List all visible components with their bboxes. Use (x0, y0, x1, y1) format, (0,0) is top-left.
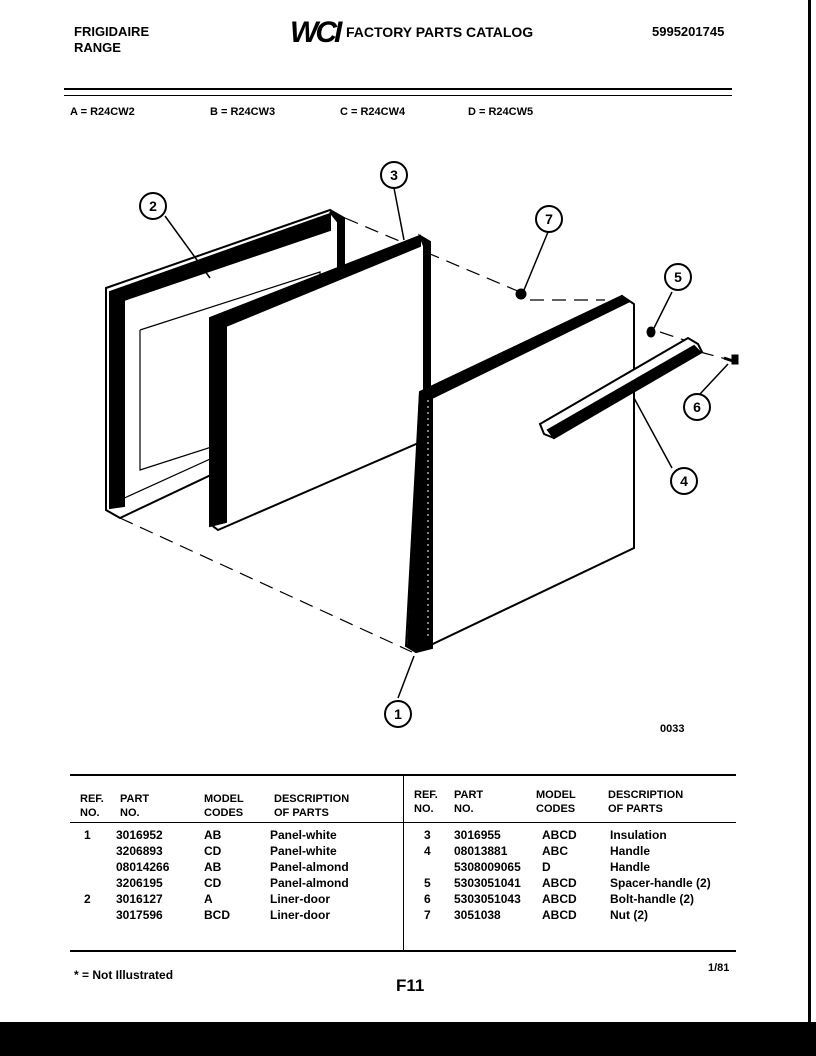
callout-label-6: 6 (693, 399, 701, 415)
table-divider (403, 776, 404, 950)
callout-label-1: 1 (394, 706, 402, 722)
model-legend-d: D = R24CW5 (468, 106, 534, 118)
publication-number: 5995201745 (652, 24, 725, 39)
callout-label-4: 4 (680, 473, 688, 489)
wci-logo: WCI (290, 16, 342, 49)
part-panel (404, 294, 635, 654)
header-ref-no-left: REF.NO. (80, 793, 104, 819)
exploded-door-diagram: 1 2 3 4 5 6 7 (105, 161, 739, 728)
header-brand-block: FRIGIDAIRE RANGE (74, 24, 149, 56)
callout-7 (535, 205, 563, 233)
model-legend-a: A = R24CW2 (70, 106, 135, 118)
part-nut (515, 288, 527, 300)
figure-number: 0033 (660, 723, 685, 735)
page-id: F11 (396, 976, 425, 995)
model-legend-b: B = R24CW3 (210, 106, 276, 118)
callout-5 (664, 263, 692, 291)
part-handle (538, 336, 704, 440)
header-ref-no-right: REF.NO. (414, 789, 438, 815)
footnote-not-illustrated: * = Not Illustrated (74, 968, 174, 982)
callout-leaders (164, 187, 729, 699)
model-legend-c: C = R24CW4 (340, 106, 406, 118)
callout-circles (139, 161, 711, 728)
scan-bottom-bar (0, 1022, 816, 1056)
callout-4 (670, 467, 698, 495)
callout-label-3: 3 (390, 167, 398, 183)
callout-6 (683, 393, 711, 421)
callout-label-7: 7 (545, 211, 553, 227)
callout-1 (384, 700, 412, 728)
catalog-date: 1/81 (708, 962, 730, 974)
callout-2 (139, 192, 167, 220)
callout-label-5: 5 (674, 269, 682, 285)
table-rule-bottom (70, 950, 736, 952)
brand-name: FRIGIDAIRE (74, 24, 150, 39)
table-rule-top (70, 774, 736, 776)
header-rule-bottom (64, 95, 732, 96)
callout-label-2: 2 (149, 198, 157, 214)
part-bolt (723, 354, 739, 365)
catalog-title: FACTORY PARTS CATALOG (346, 24, 534, 40)
callout-3 (380, 161, 408, 189)
header-rule-top (64, 88, 732, 90)
product-name: RANGE (74, 40, 121, 55)
scan-edge-border (808, 0, 816, 1056)
